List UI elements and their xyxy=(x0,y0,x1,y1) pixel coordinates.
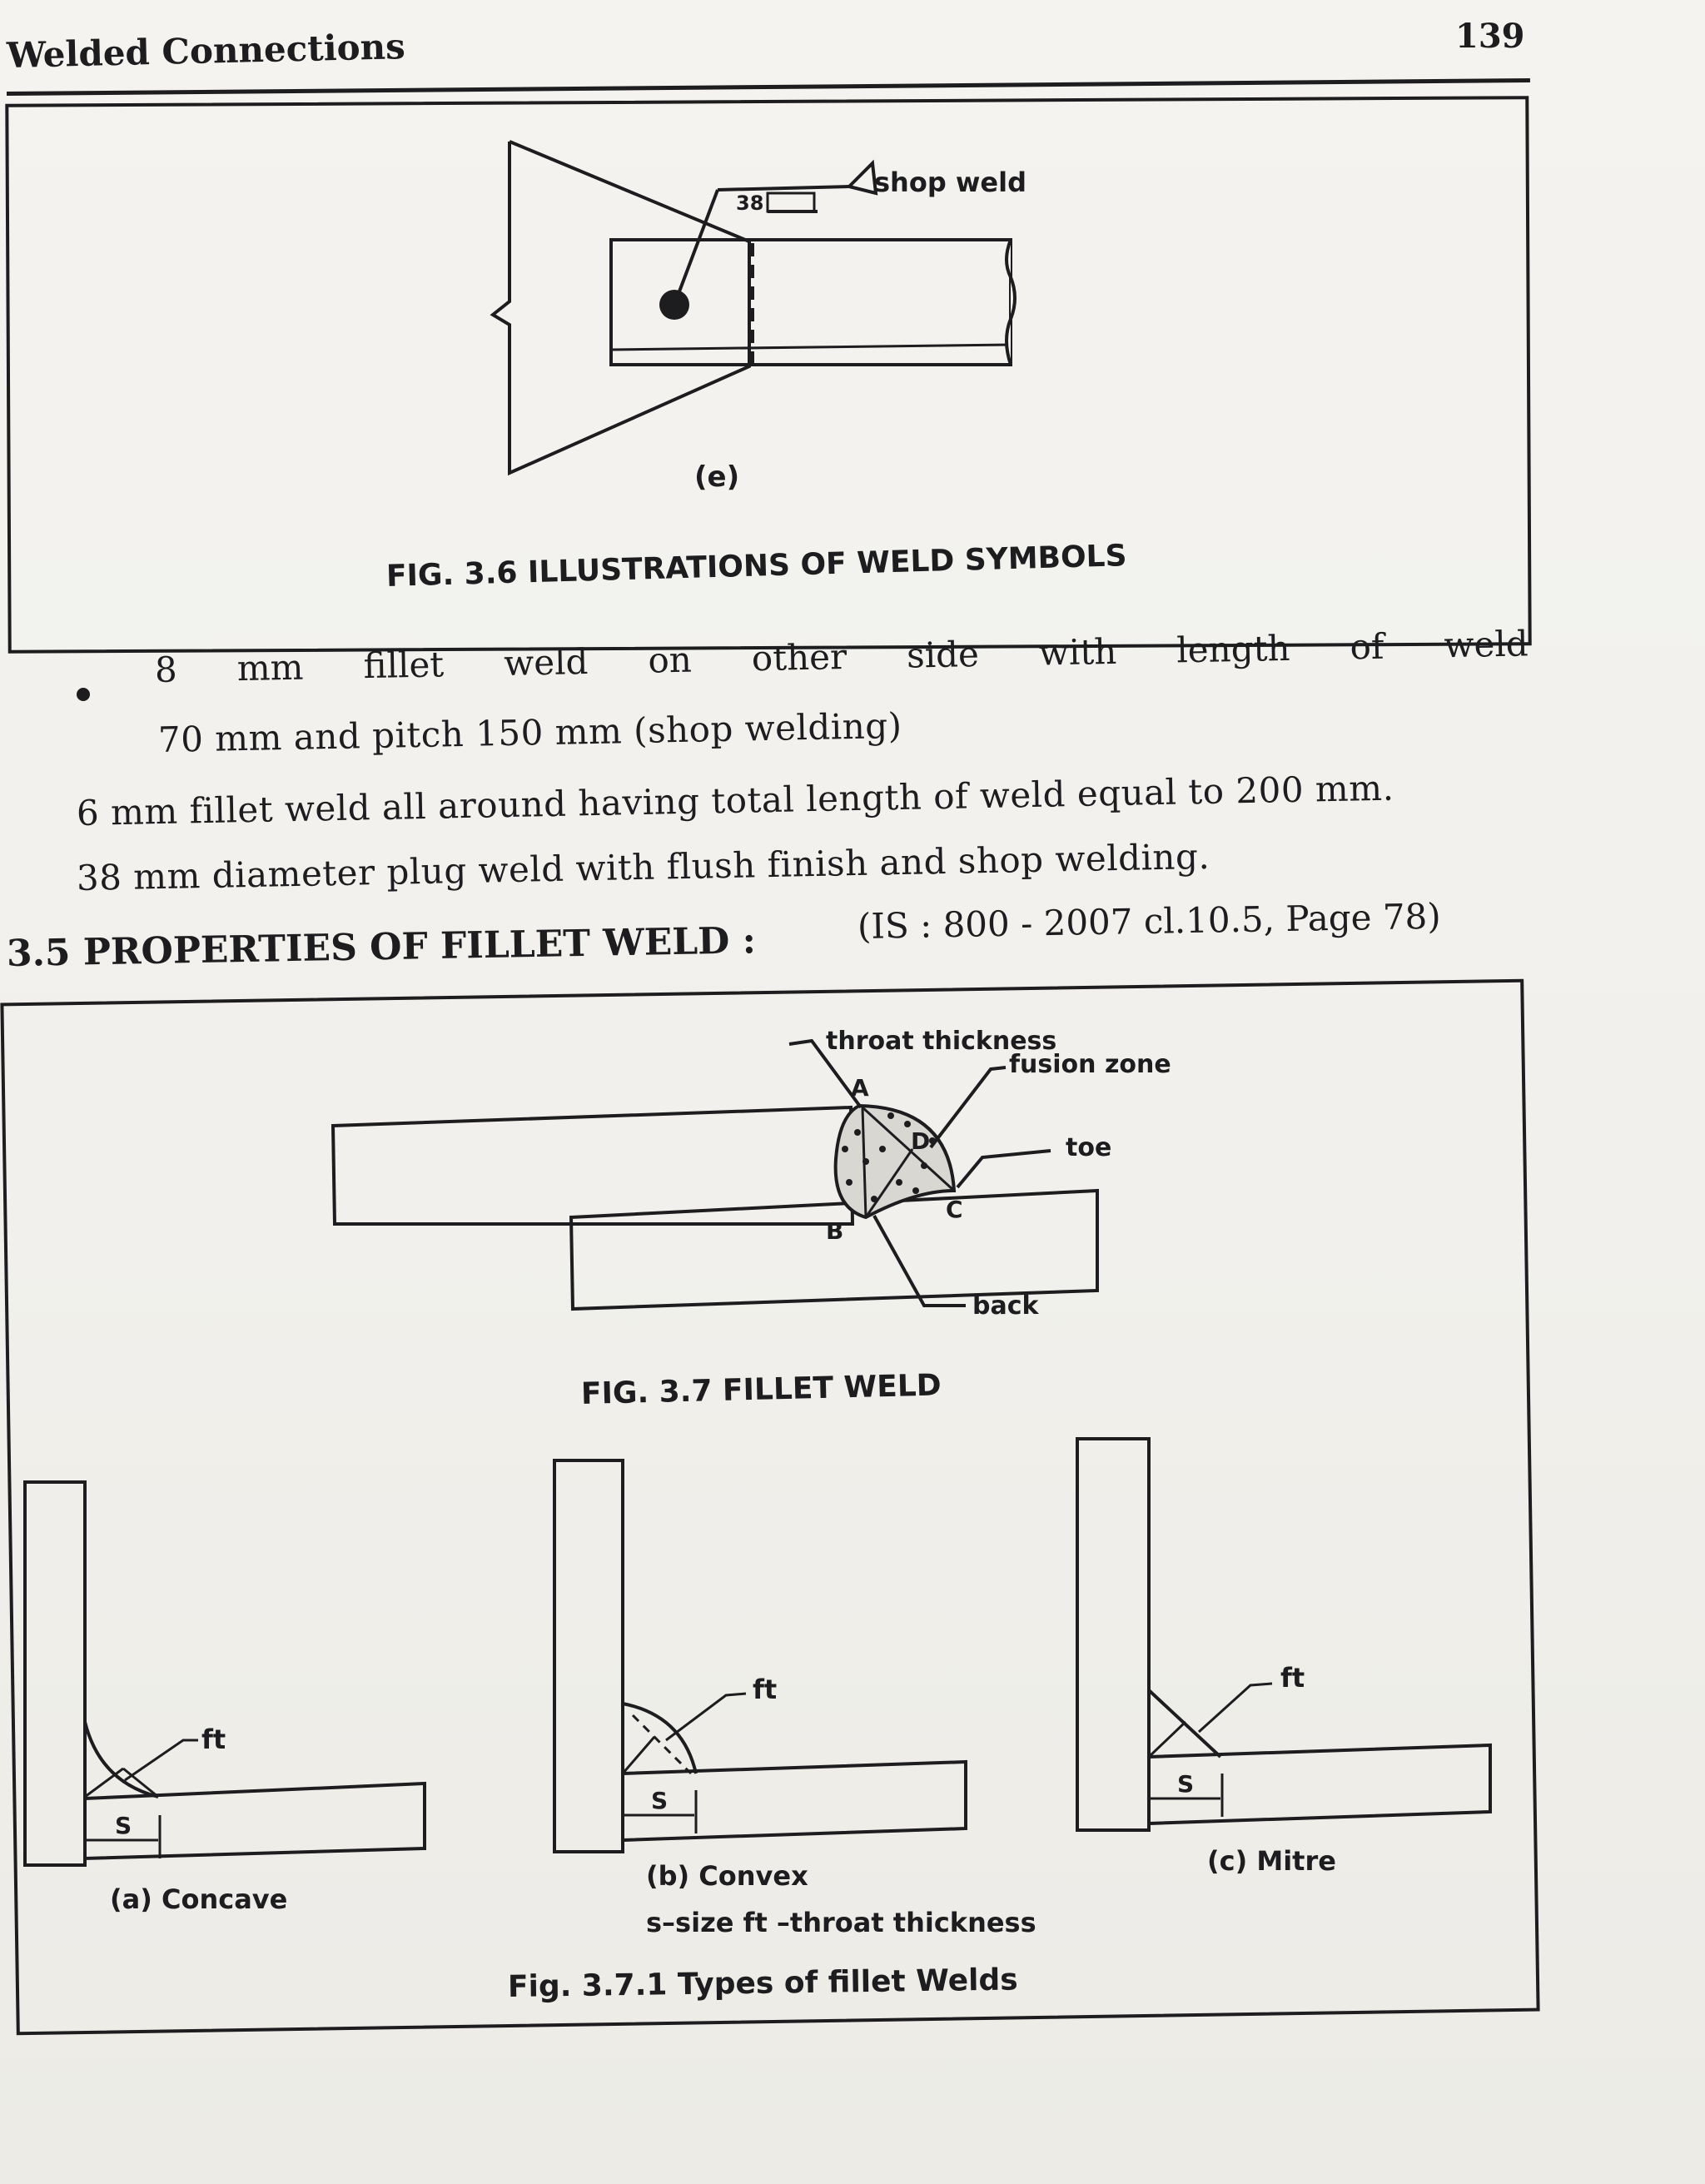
paragraph-plug-weld-all-around: 6 mm fillet weld all around having total… xyxy=(76,767,1394,833)
ft-label-a: ft xyxy=(201,1724,226,1755)
shop-weld-label: shop weld xyxy=(874,167,1026,198)
convex-weld-drawing: ft S xyxy=(553,1459,967,1853)
ft-label-c: ft xyxy=(1280,1662,1305,1694)
gusset-plate xyxy=(490,140,751,476)
caption-convex: (b) Convex xyxy=(646,1860,808,1892)
word: weld xyxy=(503,641,589,684)
word: with xyxy=(1038,630,1117,674)
s-label-b: S xyxy=(651,1787,668,1814)
bullet-line-2: 70 mm and pitch 150 mm (shop welding) xyxy=(157,704,902,760)
top-plate xyxy=(331,1105,855,1226)
section-heading: 3.5 PROPERTIES OF FILLET WELD : xyxy=(6,919,757,975)
word: length xyxy=(1176,627,1290,671)
word: on xyxy=(647,639,693,681)
section-reference: (IS : 800 - 2007 cl.10.5, Page 78) xyxy=(857,895,1442,947)
label-toe: toe xyxy=(1066,1133,1111,1162)
weld-size-label: 38 xyxy=(736,192,763,215)
label-C: C xyxy=(946,1196,963,1223)
word: weld xyxy=(1444,623,1529,666)
ft-label-b: ft xyxy=(753,1674,777,1705)
legend-size-throat: s–size ft –throat thickness xyxy=(646,1907,1036,1938)
word: fillet xyxy=(363,644,445,687)
word: 8 xyxy=(154,649,178,690)
label-fusion: fusion zone xyxy=(1009,1050,1171,1079)
mitre-weld-drawing: ft S xyxy=(1076,1437,1492,1832)
s-label-c: S xyxy=(1177,1770,1194,1798)
label-D: D xyxy=(911,1127,930,1155)
weld-bead xyxy=(833,1103,957,1220)
sub-figure-label-e: (e) xyxy=(694,460,739,494)
fillet-weld-diagram: throat thickness fusion zone toe back A … xyxy=(23,1027,1492,1867)
label-A: A xyxy=(851,1074,869,1102)
bullet-marker xyxy=(77,688,90,701)
label-throat: throat thickness xyxy=(826,1027,1056,1056)
word: mm xyxy=(236,646,304,689)
bottom-plate xyxy=(569,1188,1099,1311)
word: side xyxy=(906,633,980,676)
word: other xyxy=(751,636,848,679)
figure-3-7-1-caption: Fig. 3.7.1 Types of fillet Welds xyxy=(507,1963,1018,2004)
s-label-a: S xyxy=(115,1812,132,1839)
caption-mitre: (c) Mitre xyxy=(1207,1845,1336,1877)
caption-concave: (a) Concave xyxy=(110,1883,288,1915)
weld-symbol-diagram: 38 shop weld (e) xyxy=(490,140,1026,494)
label-B: B xyxy=(826,1217,843,1245)
paragraph-plug-weld: 38 mm diameter plug weld with flush fini… xyxy=(76,835,1210,898)
label-back: back xyxy=(972,1291,1040,1321)
word: of xyxy=(1350,625,1384,668)
concave-weld-drawing: ft S xyxy=(23,1480,426,1867)
page-number: 139 xyxy=(1455,17,1525,56)
